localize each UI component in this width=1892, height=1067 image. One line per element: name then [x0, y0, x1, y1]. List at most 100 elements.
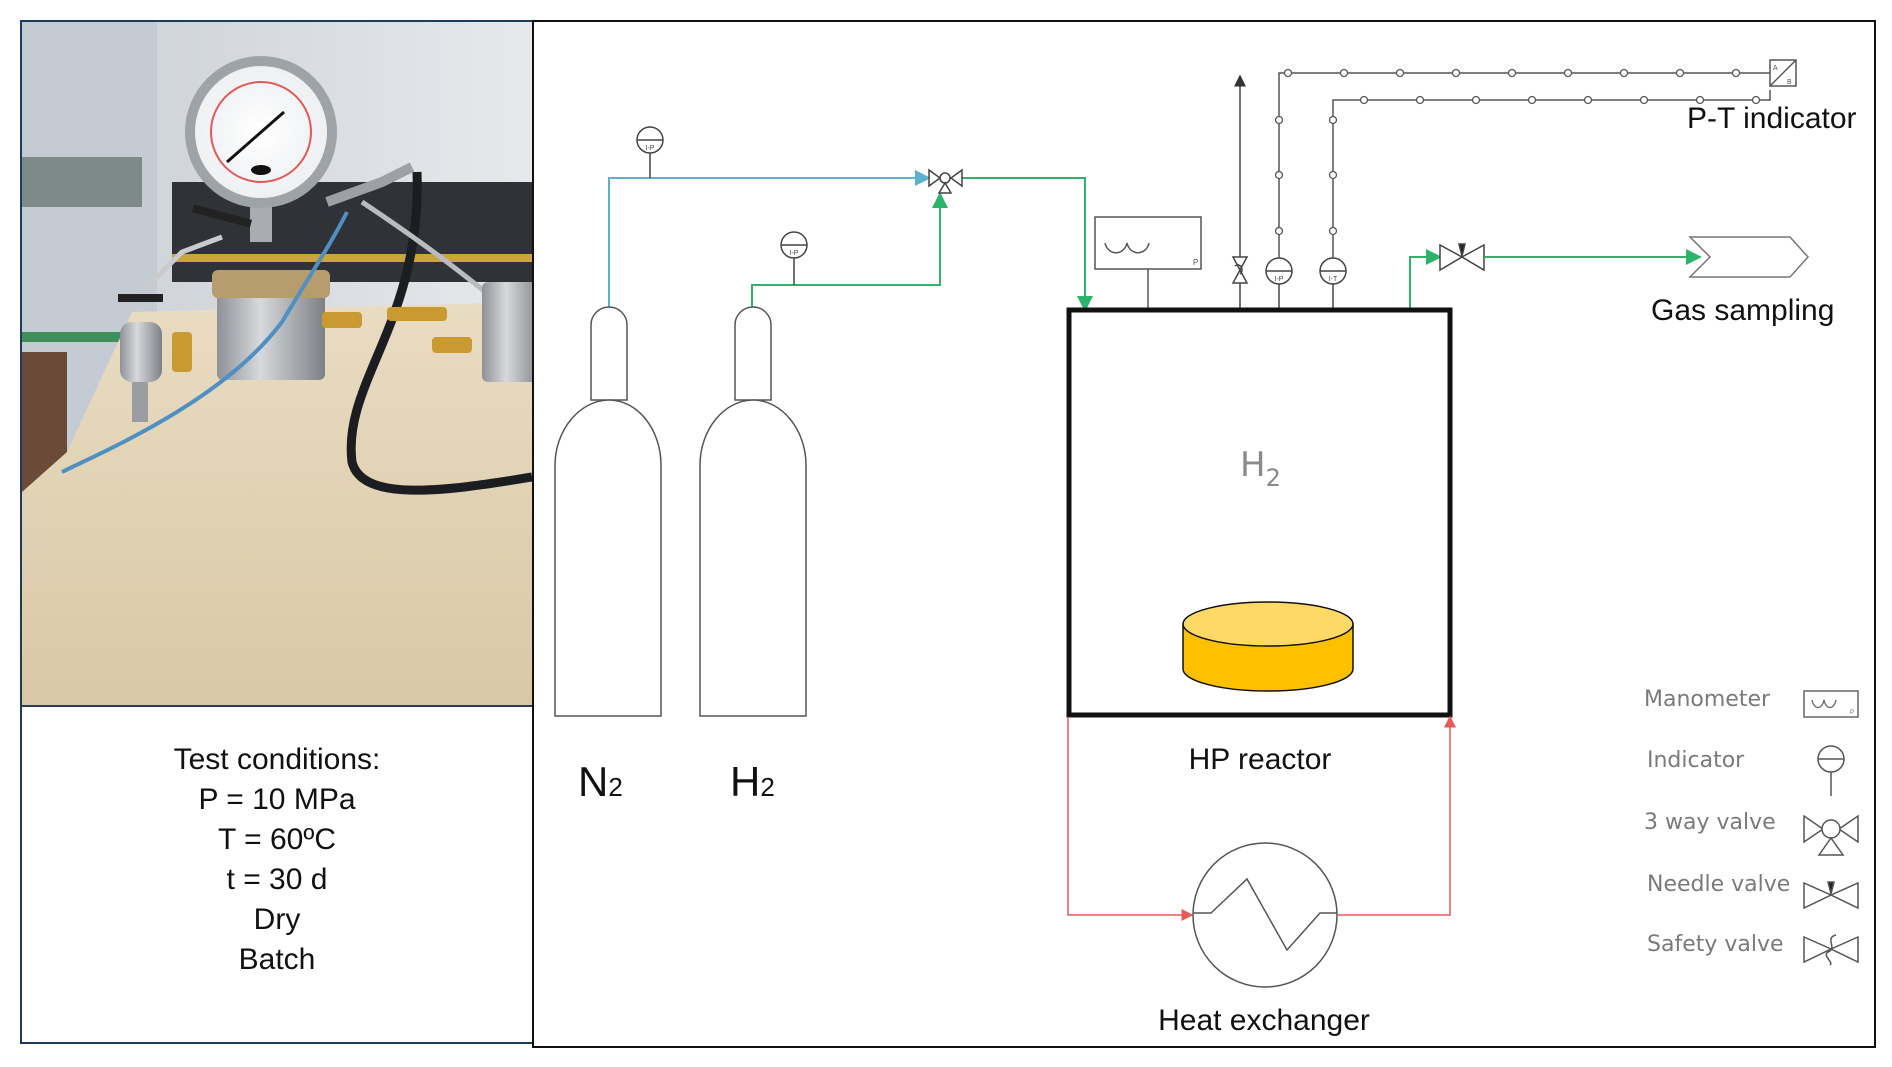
h2-cylinder [699, 306, 807, 717]
legend-label-safety-valve: Safety valve [1647, 932, 1784, 957]
photo-table [22, 302, 532, 706]
h2-indicator-tag: I-P [790, 250, 799, 257]
converter-tag-a: A [1773, 65, 1778, 72]
signal-line-marker [1639, 95, 1649, 105]
h2-pressure-indicator: I-P [780, 231, 808, 285]
signal-line-marker [1619, 68, 1629, 78]
reactor-gas-label: H2 [1240, 445, 1281, 492]
hp-reactor-label: HP reactor [1189, 743, 1332, 776]
reactor-photo [22, 22, 532, 706]
photo-brass-fitting-4 [432, 337, 472, 353]
reactor-pressure-indicator: I-P [1265, 257, 1293, 310]
photo-rack-strip [172, 254, 532, 262]
photo-second-reactor [482, 282, 532, 382]
photo-blue-tube [61, 211, 349, 474]
legend-three-way-valve-icon [1803, 814, 1859, 856]
converter-tag-b: B [1787, 79, 1792, 86]
condition-temperature: T = 60ºC [218, 823, 336, 856]
photo-valve-handle-2 [118, 294, 163, 302]
sampling-outlet-line [1409, 249, 1442, 310]
signal-line-marker [1471, 95, 1481, 105]
reactor-temperature-indicator: I-T [1319, 257, 1347, 310]
reactor-temperature-tag: I-T [1329, 276, 1338, 283]
condition-mode: Batch [238, 943, 316, 976]
gas-sampling-label: Gas sampling [1651, 294, 1834, 327]
n2-pressure-indicator: I-P [636, 126, 664, 178]
legend-label-needle-valve: Needle valve [1647, 872, 1790, 897]
pressure-signal-line [1278, 72, 1780, 258]
photo-fitting [325, 162, 415, 207]
condition-time: t = 30 d [226, 863, 328, 896]
needle-valve-icon[interactable] [1439, 243, 1485, 272]
signal-line-marker [1731, 68, 1741, 78]
reactor-pressure-tag: I-P [1275, 276, 1284, 283]
pt-indicator-converter-icon[interactable]: A B [1769, 59, 1797, 87]
legend-label-3-way-valve: 3 way valve [1644, 810, 1776, 835]
sample-specimen [1182, 601, 1354, 692]
legend-label-manometer: Manometer [1644, 687, 1771, 712]
legend-label-indicator: Indicator [1647, 748, 1745, 773]
condition-humidity: Dry [253, 903, 301, 936]
signal-line-marker [1695, 95, 1705, 105]
signal-line-marker [1507, 68, 1517, 78]
signal-line-marker [1359, 95, 1369, 105]
signal-line-marker [1274, 115, 1284, 125]
signal-line-marker [1328, 170, 1338, 180]
gas-sampling-port-icon[interactable] [1688, 236, 1810, 278]
n2-supply-line [608, 170, 931, 308]
heating-loop-supply [1067, 717, 1194, 921]
heat-exchanger-icon [1192, 842, 1338, 988]
reactor-photo-illustration [22, 22, 532, 706]
signal-line-marker [1339, 68, 1349, 78]
signal-line-marker [1527, 95, 1537, 105]
signal-line-markers [1274, 68, 1761, 236]
heating-loop-return [1337, 715, 1456, 916]
condition-pressure: P = 10 MPa [198, 783, 356, 816]
test-conditions: Test conditions: P = 10 MPa T = 60ºC t =… [22, 740, 532, 980]
photo-gauge-scale [210, 81, 312, 183]
legend-indicator-icon [1817, 745, 1845, 796]
signal-line-marker [1451, 68, 1461, 78]
pt-indicator-label: P-T indicator [1687, 102, 1857, 135]
signal-line-marker [1751, 95, 1761, 105]
legend-manometer-icon: P [1803, 690, 1859, 718]
photo-floor [22, 352, 67, 492]
n2-indicator-tag: I-P [646, 145, 655, 152]
diagram-panel-frame [532, 20, 1876, 1048]
heat-exchanger-label: Heat exchanger [1158, 1004, 1370, 1037]
legend-needle-valve-icon [1803, 881, 1859, 910]
photo-shelf [22, 157, 142, 207]
h2-cylinder-label: H2 [730, 758, 775, 805]
test-conditions-title: Test conditions: [173, 743, 381, 776]
signal-line-marker [1274, 170, 1284, 180]
signal-line-marker [1675, 68, 1685, 78]
n2-cylinder [554, 306, 662, 717]
photo-brass-fitting-2 [322, 312, 362, 328]
photo-steel-tube [140, 234, 223, 294]
manometer-icon[interactable]: P [1094, 216, 1202, 310]
signal-line-marker [1395, 68, 1405, 78]
signal-line-marker [1563, 68, 1573, 78]
safety-valve-icon[interactable] [1231, 74, 1249, 310]
legend-manometer-tag: P [1850, 710, 1854, 716]
legend: Manometer P Indicator 3 way valve Needle… [1644, 687, 1859, 966]
photo-green-cable [22, 332, 122, 342]
n2-cylinder-label: N2 [578, 758, 623, 805]
photo-gauge-stem [250, 202, 272, 242]
signal-line-marker [1274, 226, 1284, 236]
h2-supply-line [751, 192, 948, 308]
three-way-valve-icon[interactable] [928, 168, 963, 194]
legend-safety-valve-icon [1803, 934, 1859, 966]
photo-filter-outlet [132, 382, 148, 422]
photo-brass-fitting-1 [172, 332, 192, 372]
signal-line-marker [1415, 95, 1425, 105]
reactor-feed-line [958, 177, 1093, 312]
photo-brass-fitting-3 [387, 307, 447, 321]
photo-filter [120, 322, 162, 382]
photo-valve-handle-1 [191, 204, 253, 228]
photo-divider [22, 705, 532, 707]
manometer-tag: P [1193, 258, 1198, 267]
signal-line-marker [1328, 115, 1338, 125]
signal-line-marker [1583, 95, 1593, 105]
